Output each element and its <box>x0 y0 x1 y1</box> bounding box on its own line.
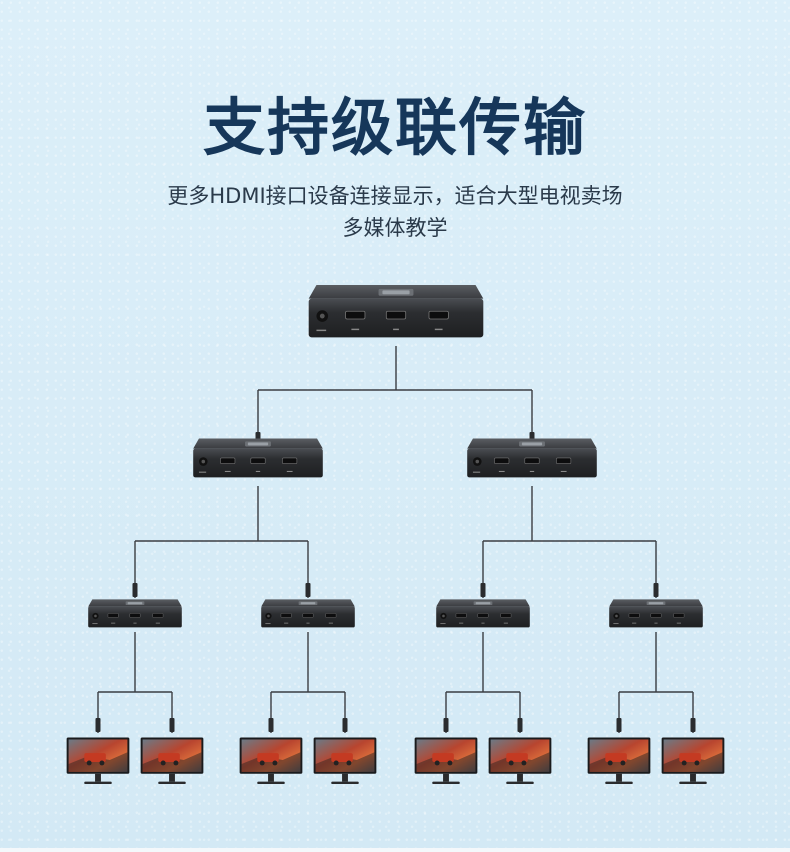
cable-l3-l4-1-plug-0 <box>268 718 274 732</box>
cable-l2-l3-1-plug-1 <box>653 583 659 597</box>
page-subtitle: 更多HDMI接口设备连接显示，适合大型电视卖场 多媒体教学 <box>0 180 790 244</box>
monitor-2 <box>239 737 303 785</box>
monitor-3 <box>313 737 377 785</box>
bottom-divider <box>0 848 790 852</box>
cable-l3-l4-1-plug-1 <box>342 718 348 732</box>
splitter-level-1 <box>308 284 484 338</box>
splitter-level-3-2 <box>435 599 531 628</box>
cable-l3-l4-3-plug-0 <box>616 718 622 732</box>
cable-connections <box>95 346 696 733</box>
cable-l2-l3-0-plug-0 <box>132 583 138 597</box>
cable-l3-l4-2-plug-0 <box>443 718 449 732</box>
splitter-level-3-0 <box>87 599 183 628</box>
cable-l3-l4-0-plug-1 <box>169 718 175 732</box>
page-title: 支持级联传输 <box>202 91 587 164</box>
monitor-6 <box>587 737 651 785</box>
monitor-0 <box>66 737 130 785</box>
monitor-1 <box>140 737 204 785</box>
cable-l3-l4-2-plug-1 <box>517 718 523 732</box>
cable-l3-l4-3-plug-1 <box>690 718 696 732</box>
splitter-level-3-3 <box>608 599 704 628</box>
cable-l3-l4-0-plug-0 <box>95 718 101 732</box>
subtitle-line-1: 更多HDMI接口设备连接显示，适合大型电视卖场 <box>167 184 623 208</box>
splitter-level-2-1 <box>466 438 598 478</box>
subtitle-line-2: 多媒体教学 <box>342 216 448 240</box>
splitter-level-2-0 <box>192 438 324 478</box>
cable-l2-l3-0-plug-1 <box>305 583 311 597</box>
splitter-level-3-1 <box>260 599 356 628</box>
monitor-5 <box>488 737 552 785</box>
cable-l2-l3-1-plug-0 <box>480 583 486 597</box>
monitor-7 <box>661 737 725 785</box>
monitor-4 <box>414 737 478 785</box>
